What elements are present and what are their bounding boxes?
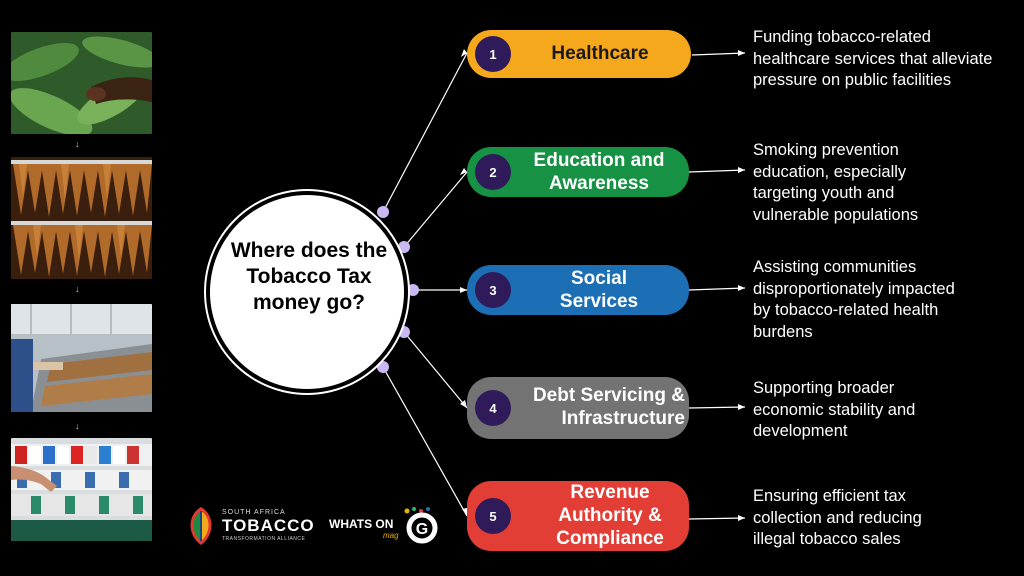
connector-2 <box>403 171 468 248</box>
node-dot-2 <box>398 241 410 253</box>
whats-on-g-letter: G <box>416 521 428 538</box>
whats-on-g-logo: G <box>404 507 438 544</box>
item-description-5: Ensuring efficient tax collection and re… <box>753 487 922 548</box>
item-number: 4 <box>475 390 511 426</box>
center-title: Where does the Tobacco Tax money go? <box>230 239 388 314</box>
item-pill-debt-servicing: 4 Debt Servicing & Infrastructure <box>467 377 689 439</box>
item-label: Education and Awareness <box>533 150 665 194</box>
item-label: Social Services <box>559 268 639 312</box>
whats-on-logo-text: WHATS ON <box>329 517 394 531</box>
arrowhead-desc-2 <box>738 167 745 173</box>
connector-5 <box>382 366 468 517</box>
arrowhead-desc-4 <box>738 404 745 410</box>
arrowhead-desc-1 <box>738 50 745 56</box>
whats-on-mag-text: mag <box>383 531 399 540</box>
item-pill-social-services: 3 Social Services <box>467 265 689 315</box>
connector-1 <box>382 52 468 213</box>
item-description-2: Smoking prevention education, especially… <box>753 141 919 224</box>
item-pill-healthcare: 1 Healthcare <box>467 30 691 78</box>
arrowhead-2 <box>460 168 467 175</box>
down-arrow-1: ↓ <box>75 139 80 149</box>
tobacco-field-photo <box>11 32 152 134</box>
center-circle <box>210 195 404 389</box>
item-number: 3 <box>475 272 511 308</box>
item-number: 5 <box>475 498 511 534</box>
connector-desc-3 <box>688 287 746 291</box>
item-description-1: Funding tobacco-related healthcare servi… <box>753 28 993 89</box>
item-label: Healthcare <box>551 43 649 64</box>
node-dot-3 <box>407 284 419 296</box>
item-description-3: Assisting communities disproportionately… <box>753 258 955 341</box>
arrowhead-desc-5 <box>738 515 745 521</box>
connector-desc-1 <box>691 52 746 56</box>
item-number: 2 <box>475 154 511 190</box>
retail-shelf-photo <box>11 438 152 541</box>
processing-factory-photo <box>11 304 152 412</box>
arrowhead-desc-3 <box>738 285 745 291</box>
item-pill-education: 2 Education and Awareness <box>467 147 689 197</box>
item-number: 1 <box>475 36 511 72</box>
connector-desc-5 <box>688 517 746 520</box>
item-pill-revenue-authority: 5 Revenue Authority & Compliance <box>467 481 689 551</box>
sa-logo-line1: SOUTH AFRICA <box>222 509 286 516</box>
node-dot-4 <box>398 326 410 338</box>
arrowhead-4 <box>460 400 467 408</box>
sa-logo-line3: TRANSFORMATION ALLIANCE <box>222 536 306 542</box>
down-arrow-3: ↓ <box>75 421 80 431</box>
node-dot-1 <box>377 206 389 218</box>
arrowhead-3 <box>460 287 467 293</box>
arrowhead-1 <box>461 49 467 57</box>
down-arrow-2: ↓ <box>75 284 80 294</box>
node-dot-5 <box>377 361 389 373</box>
item-label: Revenue Authority & Compliance <box>556 482 664 549</box>
sa-logo-line2: TOBACCO <box>222 516 315 535</box>
sa-tobacco-leaf-logo <box>190 507 212 545</box>
item-description-4: Supporting broader economic stability an… <box>753 379 916 440</box>
drying-leaves-photo <box>11 157 152 279</box>
connector-desc-2 <box>688 169 746 173</box>
arrowhead-5 <box>462 508 467 516</box>
connector-4 <box>403 331 468 409</box>
connector-desc-4 <box>688 406 746 409</box>
item-label: Debt Servicing & Infrastructure <box>532 385 685 429</box>
